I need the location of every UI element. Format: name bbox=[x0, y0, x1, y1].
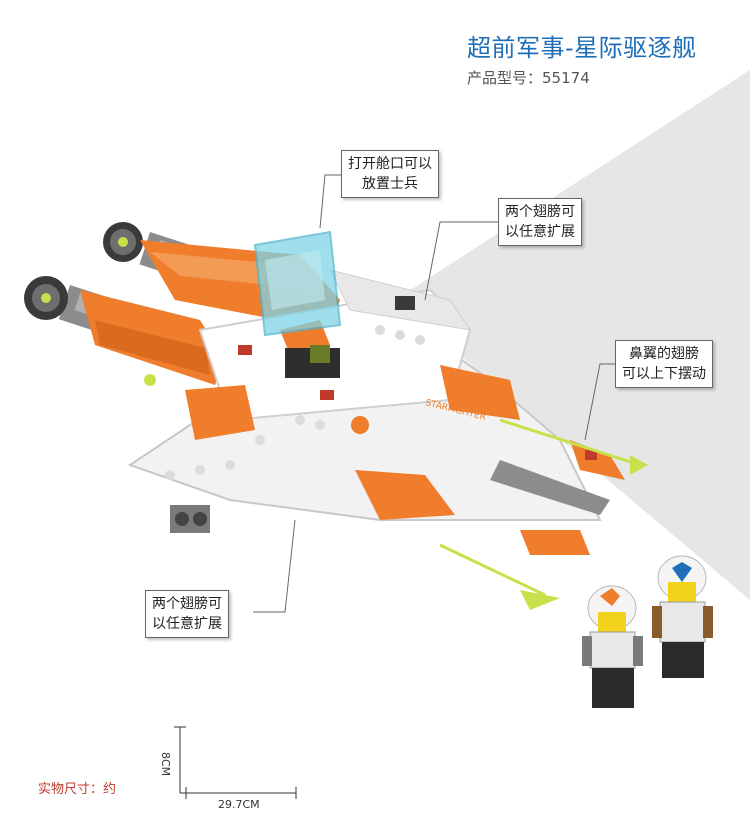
model-line: 产品型号：55174 bbox=[467, 67, 697, 88]
callout-lower-wings: 两个翅膀可 以任意扩展 bbox=[145, 590, 229, 638]
callout-upper-wings-line-2: 以任意扩展 bbox=[505, 224, 575, 240]
callout-hatch: 打开舱口可以 放置士兵 bbox=[341, 150, 439, 198]
height-dimension: 8CM bbox=[159, 752, 172, 777]
callout-nose-wings-line-1: 鼻翼的翅膀 bbox=[629, 346, 699, 362]
model-number: 55174 bbox=[542, 69, 590, 87]
callout-upper-wings: 两个翅膀可 以任意扩展 bbox=[498, 198, 582, 246]
minifigure-pilot-2 bbox=[652, 555, 713, 678]
minifigure-pilot-1 bbox=[582, 585, 643, 708]
callout-hatch-line-2: 放置士兵 bbox=[362, 176, 418, 192]
product-title: 超前军事-星际驱逐舰 bbox=[467, 34, 697, 62]
title-block: 超前军事-星际驱逐舰 产品型号：55174 bbox=[467, 28, 697, 88]
hull-emblem bbox=[351, 416, 369, 434]
callout-nose-wings-line-2: 可以上下摆动 bbox=[622, 366, 706, 382]
hull-studs bbox=[165, 325, 425, 480]
callout-nose-wings: 鼻翼的翅膀 可以上下摆动 bbox=[615, 340, 713, 388]
callout-upper-wings-line-1: 两个翅膀可 bbox=[505, 204, 575, 220]
length-dimension: 29.7CM bbox=[218, 798, 260, 811]
callout-lower-wings-line-2: 以任意扩展 bbox=[152, 616, 222, 632]
model-label: 产品型号： bbox=[467, 69, 543, 87]
actual-size-label: 实物尺寸：约 bbox=[38, 782, 117, 797]
callout-hatch-line-1: 打开舱口可以 bbox=[348, 156, 432, 172]
callout-lower-wings-line-1: 两个翅膀可 bbox=[152, 596, 222, 612]
